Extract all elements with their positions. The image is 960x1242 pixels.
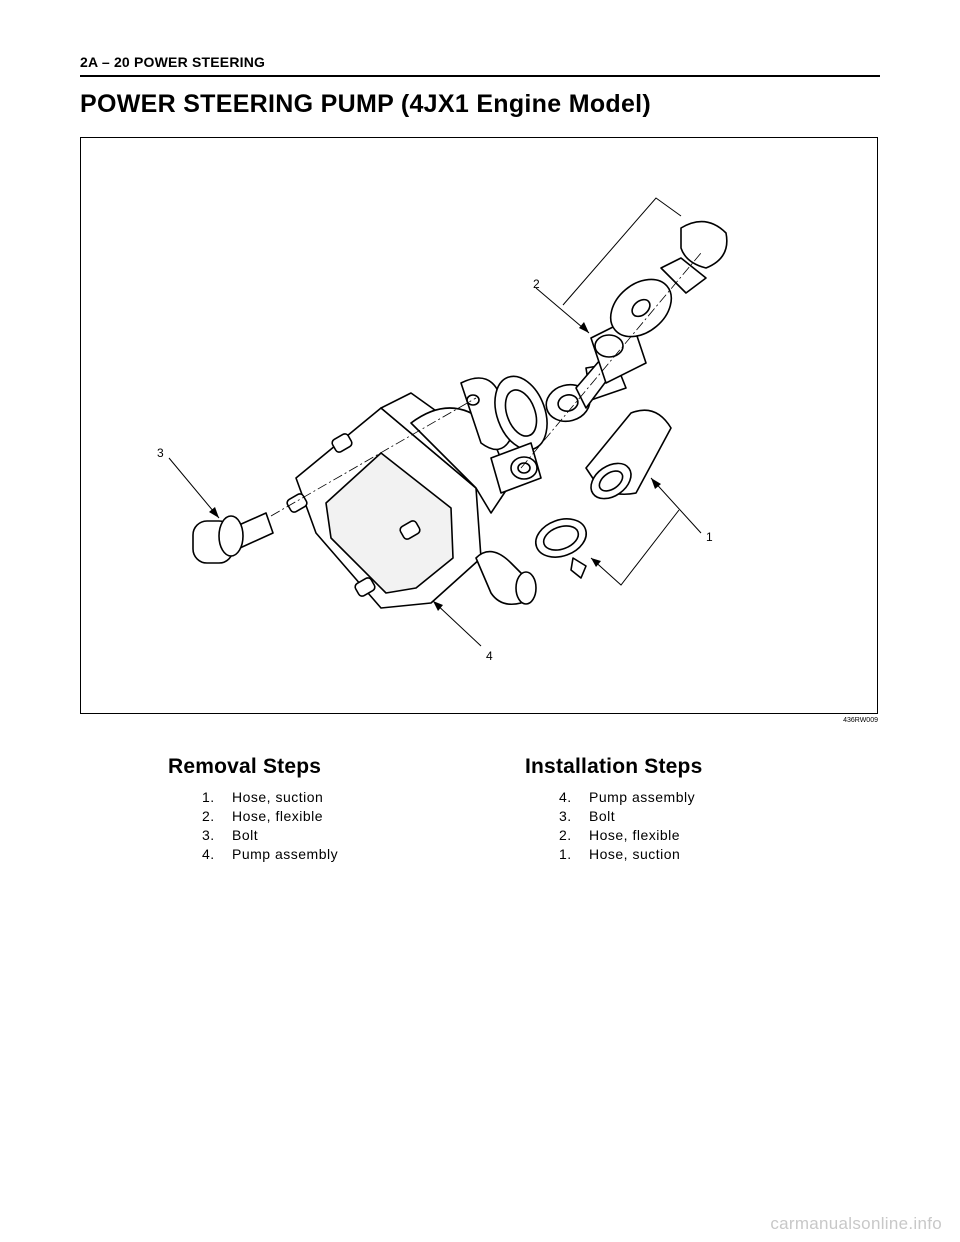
- removal-heading: Removal Steps: [168, 755, 322, 778]
- inlet-port: [515, 571, 537, 605]
- leader-3: [168, 457, 220, 519]
- removal-step: 3.Bolt: [202, 827, 259, 843]
- callout-2: 2: [533, 277, 540, 291]
- installation-steps: Installation Steps 4.Pump assembly 3.Bol…: [525, 755, 702, 864]
- callout-3: 3: [157, 446, 164, 460]
- installation-step: 4.Pump assembly: [559, 789, 696, 805]
- union-bolt-shank: [660, 257, 707, 294]
- pump-cover-recess: [325, 452, 454, 594]
- pump-exploded-diagram: 2 3 4 1: [157, 197, 728, 663]
- mounting-studs: [286, 433, 421, 597]
- leader-4: [432, 600, 482, 647]
- pump-illustration: 2 3 4 1: [80, 137, 878, 714]
- footer-watermark: carmanualsonline.info: [770, 1214, 942, 1233]
- union-center-line: [520, 252, 702, 469]
- removal-list: 1.Hose, suction 2.Hose, flexible 3.Bolt …: [168, 788, 338, 864]
- installation-list: 4.Pump assembly 3.Bolt 2.Hose, flexible …: [525, 788, 702, 864]
- leader-2: [535, 287, 590, 334]
- bolt-center-line: [270, 397, 477, 517]
- installation-heading: Installation Steps: [525, 755, 703, 778]
- figure-id: 436RW009: [843, 717, 878, 724]
- installation-step: 2.Hose, flexible: [559, 827, 681, 843]
- pulley-hub: [504, 389, 538, 437]
- removal-step: 2.Hose, flexible: [202, 808, 324, 824]
- leader-1: [650, 477, 702, 534]
- flange-hole: [466, 394, 480, 406]
- removal-step: 1.Hose, suction: [202, 789, 324, 805]
- page-header: 2A – 20 POWER STEERING: [80, 54, 266, 70]
- removal-step: 4.Pump assembly: [202, 846, 339, 862]
- header-rule: [80, 75, 880, 77]
- installation-step: 1.Hose, suction: [559, 846, 681, 862]
- removal-steps: Removal Steps 1.Hose, suction 2.Hose, fl…: [168, 755, 338, 864]
- union-bolt-head: [680, 220, 728, 269]
- callout-4: 4: [486, 649, 493, 663]
- installation-step: 3.Bolt: [559, 808, 616, 824]
- callout-1: 1: [706, 530, 713, 544]
- page-title: POWER STEERING PUMP (4JX1 Engine Model): [80, 90, 652, 118]
